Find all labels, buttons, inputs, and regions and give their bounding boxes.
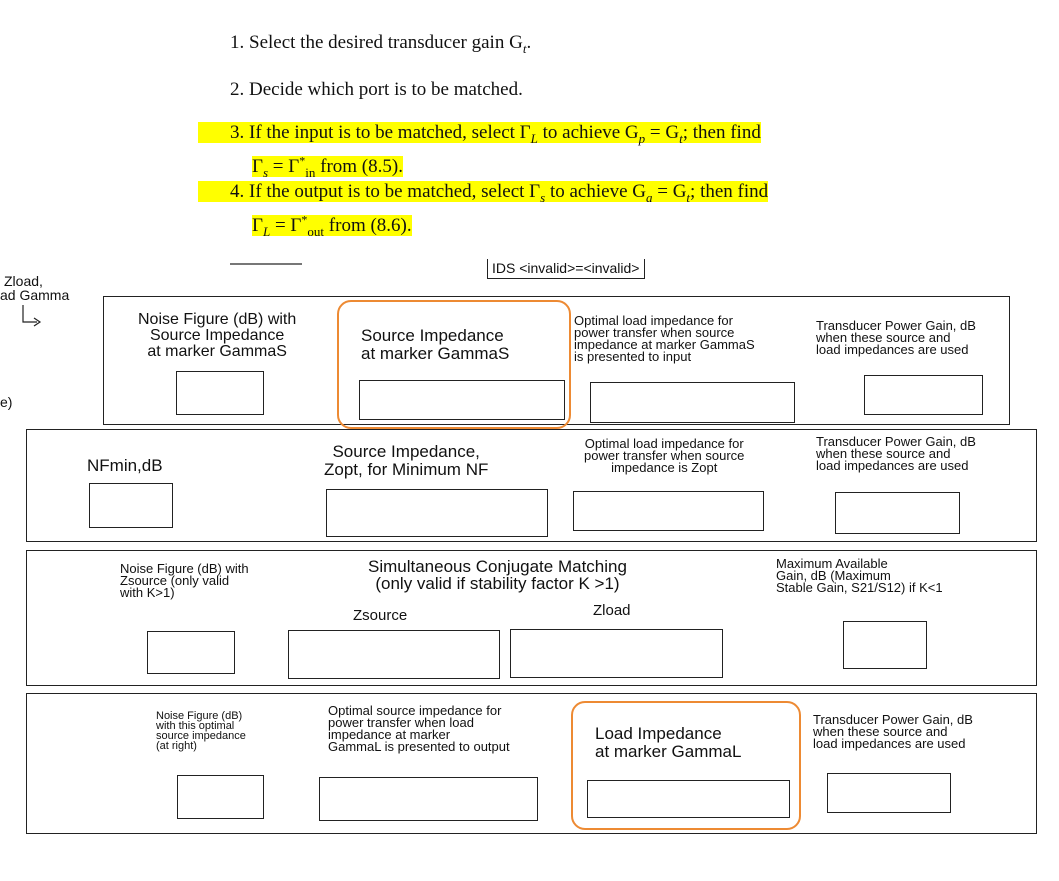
panel1-optimal-field[interactable] xyxy=(590,382,795,423)
step-3: 3. If the input is to be matched, select… xyxy=(198,122,761,184)
panel2-nfmin-field[interactable] xyxy=(89,483,173,528)
panel1-optimal-label: Optimal load impedance for power transfe… xyxy=(574,313,755,364)
panel4-gain-field[interactable] xyxy=(827,773,951,813)
panel3-zsource-label: Zsource xyxy=(353,607,408,624)
panel4-optimal-field[interactable] xyxy=(319,777,538,821)
decorative-smudge xyxy=(230,263,302,265)
panel4-load-field[interactable] xyxy=(587,780,790,818)
panel2-gain-field[interactable] xyxy=(835,492,960,534)
step-4: 4. If the output is to be matched, selec… xyxy=(198,181,769,243)
panel3-mag-field[interactable] xyxy=(843,621,927,669)
panel2-zopt-field[interactable] xyxy=(326,489,548,537)
panel3-title-label: Simultaneous Conjugate Matching (only va… xyxy=(368,557,627,593)
ids-equation: IDS <invalid>=<invalid> xyxy=(487,259,645,279)
panel3-zload-label: Zload xyxy=(593,602,631,619)
corner-arrow-icon xyxy=(21,305,43,334)
panel1-gain-field[interactable] xyxy=(864,375,983,415)
panel3-noise-label: Noise Figure (dB) with Zsource (only val… xyxy=(120,561,249,600)
left-label-gamma: ad Gamma xyxy=(0,287,70,303)
panel2-nfmin-label: NFmin,dB xyxy=(87,456,163,475)
panel3-zload-field[interactable] xyxy=(510,629,723,678)
panel4-gain-label: Transducer Power Gain, dB when these sou… xyxy=(813,712,973,751)
left-label-zload: Zload, xyxy=(4,273,43,289)
panel3-mag-label: Maximum Available Gain, dB (Maximum Stab… xyxy=(776,556,943,595)
panel4-optimal-label: Optimal source impedance for power trans… xyxy=(328,703,510,754)
panel1-source-highlight xyxy=(337,300,571,429)
panel4-noise-label: Noise Figure (dB) with this optimal sour… xyxy=(156,710,246,752)
panel4-noise-field[interactable] xyxy=(177,775,264,819)
panel4-load-label: Load Impedance at marker GammaL xyxy=(595,724,742,761)
step-2: 2. Decide which port is to be matched. xyxy=(230,79,523,100)
panel2-gain-label: Transducer Power Gain, dB when these sou… xyxy=(816,434,976,473)
panel2-optimal-field[interactable] xyxy=(573,491,764,531)
panel2-optimal-label: Optimal load impedance for power transfe… xyxy=(584,436,745,475)
left-label-paren: e) xyxy=(0,394,13,410)
panel1-gain-label: Transducer Power Gain, dB when these sou… xyxy=(816,318,976,357)
panel1-source-field[interactable] xyxy=(359,380,565,420)
panel2-zopt-label: Source Impedance, Zopt, for Minimum NF xyxy=(324,442,489,479)
step-1: 1. Select the desired transducer gain Gt… xyxy=(230,32,532,56)
panel3-zsource-field[interactable] xyxy=(288,630,500,679)
panel1-noise-field[interactable] xyxy=(176,371,264,415)
panel1-noise-label: Noise Figure (dB) with Source Impedance … xyxy=(138,311,297,360)
panel4-load-highlight xyxy=(571,701,801,830)
panel3-noise-field[interactable] xyxy=(147,631,235,674)
panel1-source-label: Source Impedance at marker GammaS xyxy=(361,326,510,363)
